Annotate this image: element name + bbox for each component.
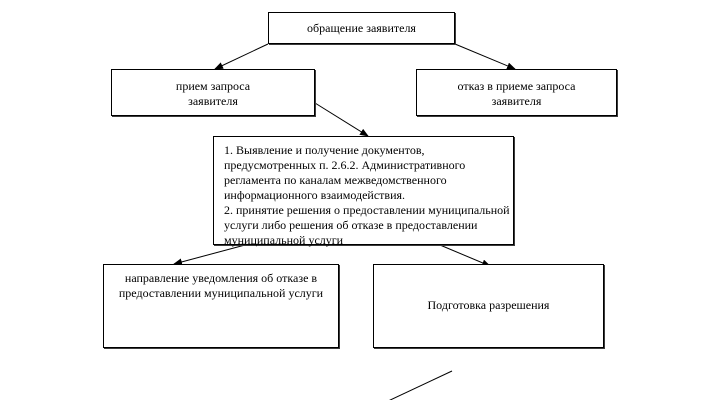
node-prep-line-1: Подготовка разрешения	[427, 297, 550, 312]
node-steps-line-2: предусмотренных п. 2.6.2. Административн…	[224, 158, 466, 172]
node-accept-line-2: заявителя	[188, 93, 238, 108]
arrow-steps-to-prep	[439, 244, 491, 267]
node-applicant-request: обращение заявителя	[268, 12, 455, 44]
node-steps-line-3: регламента по каналам межведомственного	[224, 173, 447, 187]
node-steps-line-1: 1. Выявление и получение документов,	[224, 143, 425, 157]
node-steps-line-4: информационного взаимодействия.	[224, 188, 406, 202]
arrow-accept-to-steps	[314, 102, 369, 137]
arrow-root-to-accept	[214, 43, 269, 70]
node-steps-line-5: 2. принятие решения о предоставлении мун…	[224, 203, 510, 217]
node-notify-line-2: предоставлении муниципальной услуги	[118, 286, 324, 300]
node-steps-line-7: муниципальной услуги	[224, 233, 344, 247]
node-reject-line-2: заявителя	[491, 93, 542, 108]
node-root-line-1: обращение заявителя	[307, 20, 416, 35]
node-accept-line-1: прием запроса	[175, 78, 251, 93]
node-reject-line-1: отказ в приеме запроса	[457, 78, 576, 93]
arrow-prep-continuation	[389, 370, 453, 400]
node-steps-line-6: услуги либо решения об отказе в предоста…	[224, 218, 478, 232]
arrow-root-to-reject	[454, 43, 516, 70]
node-permit-preparation: Подготовка разрешения	[373, 264, 604, 348]
node-document-processing: 1. Выявление и получение документов, пре…	[213, 136, 514, 247]
node-notify-line-1: направление уведомления об отказе в	[124, 271, 318, 285]
node-accept-request: прием запроса заявителя	[111, 69, 315, 116]
node-reject-request: отказ в приеме запроса заявителя	[416, 69, 617, 116]
node-refusal-notification: направление уведомления об отказе в пред…	[103, 264, 339, 348]
